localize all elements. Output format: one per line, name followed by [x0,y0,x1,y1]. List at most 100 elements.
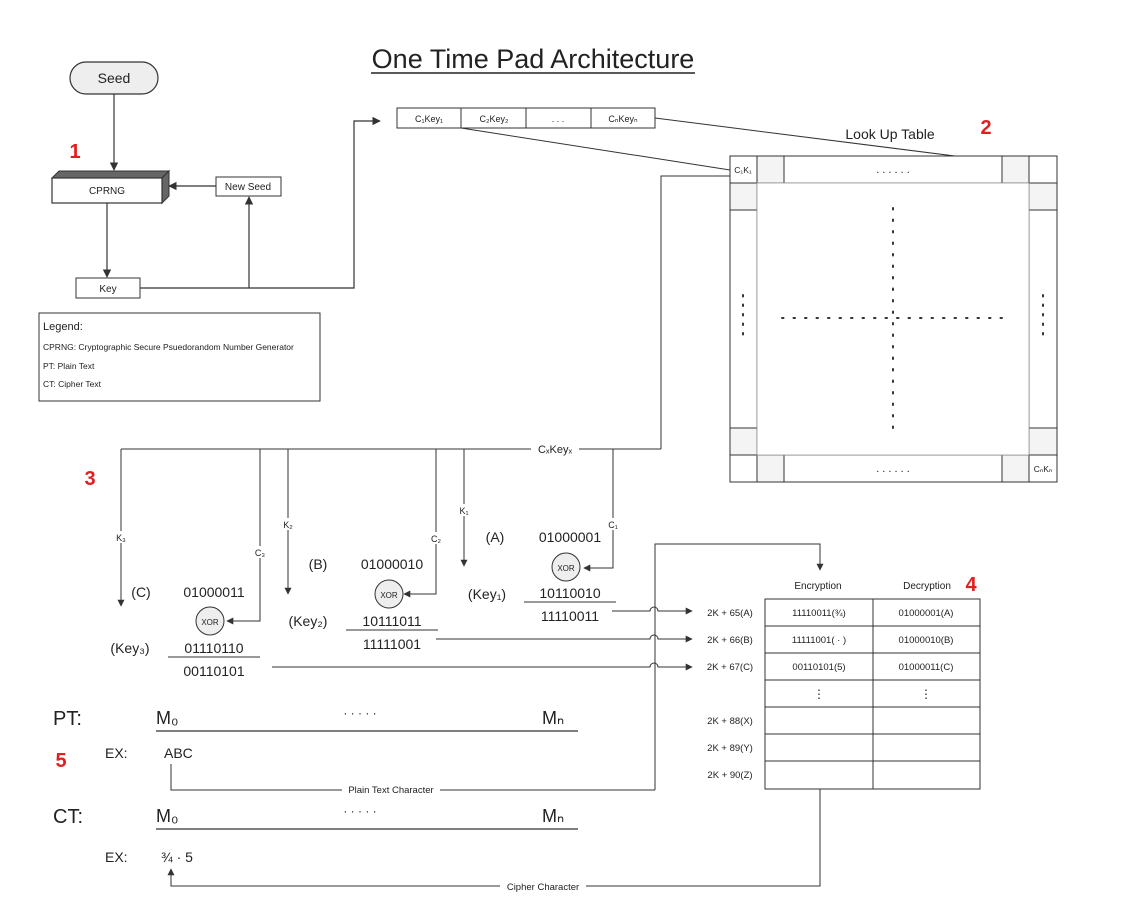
mapping-dec: 01000001(A) [899,608,954,619]
legend-box [38,312,321,402]
lookup-cell [1028,209,1058,429]
k1-label: K₁ [459,506,468,516]
mapping-addr: 2K + 90(Z) [707,770,752,781]
ct-start: M₀ [156,806,178,826]
step-number-5: 5 [55,750,66,772]
strip-to-table-line [460,127,731,171]
pt-start: M₀ [156,708,178,728]
result-b: 11111001 [363,636,421,652]
mapping-header-decryption: Decryption [903,581,951,592]
key-strip-cell: C₂Key₂ [480,114,510,124]
key-generator: Seed CPRNG New Seed Key [50,61,381,299]
pt-to-table-line [170,764,655,791]
key-output-line [140,116,381,289]
lookup-cell [1001,155,1030,184]
mapping-table: Encryption Decryption 2K + 65(A) 1111001… [167,543,981,887]
key-strip-cell: C₁Key₁ [415,114,443,124]
label-bg [429,532,443,544]
lookup-cell [729,182,758,211]
key-label-c: (Key₃) [110,640,149,656]
lookup-cell [1028,427,1058,456]
plain-text-row: PT: M₀ · · · · · Mₙ EX: ABC Plain Text C… [53,706,655,796]
lookup-cell [1001,454,1030,483]
mapping-dec: 01000011(C) [899,662,954,673]
key-label-a: (Key₁) [468,586,506,602]
label-bg [500,879,586,893]
step-number-2: 2 [980,117,991,139]
label-bg [457,504,471,516]
step-number-4: 4 [965,574,977,596]
key-strip-cell: CₙKeyₙ [608,114,638,124]
ct-dots: · · · · · [343,804,376,818]
cipher-flow-label: Cipher Character [507,882,579,893]
step-number-1: 1 [69,141,80,163]
lookup-cell [729,454,758,483]
key-bits-a: 10110010 [539,585,600,601]
bus-label-bg [531,440,579,456]
key-label: Key [99,284,116,295]
cprng-label: CPRNG [89,186,125,197]
lookup-cell [1028,454,1058,483]
xor-op-c: XOR [201,618,219,627]
lookup-table-title: Look Up Table [845,126,934,142]
key-strip-cell: . . . [552,114,565,124]
pt-ex-value: ABC [164,745,193,761]
char-code-a: 01000001 [539,529,602,545]
pt-label: PT: [53,708,82,730]
mapping-dec: 01000010(B) [899,635,954,646]
mapping-addr: 2K + 88(X) [707,716,753,727]
xor-stage: CₓKeyₓ K₃ C₃ K₂ C₂ K₁ C₁ (A) 01000001 XO… [110,175,730,679]
result-a-arrow [612,606,693,615]
c3-drop-arrow [226,449,261,625]
pt-end: Mₙ [542,708,564,728]
lookup-cell [729,209,758,429]
lookup-bottom-right-label: CₙKₙ [1034,464,1053,474]
cipher-output-line [167,789,821,887]
legend-item-cprng: CPRNG: Cryptographic Secure Psuedorandom… [43,342,294,352]
key-label-b: (Key₂) [289,613,328,629]
label-bg [114,531,128,543]
seed-label: Seed [98,70,131,86]
char-code-b: 01000010 [361,556,424,572]
tag-a: (A) [486,529,505,545]
xor-op-b: XOR [380,591,398,600]
xor-gate-a [551,552,581,582]
xor-block-a: (A) 01000001 XOR (Key₁) 10110010 1111001… [468,529,616,624]
diagram-title: One Time Pad Architecture [372,44,695,74]
table-output-line [660,175,730,449]
mapping-enc: 11111001( · ) [792,635,846,646]
plain-text-flow-label: Plain Text Character [348,785,433,796]
label-bg [606,518,620,530]
cipher-text-row: CT: M₀ · · · · · Mₙ EX: ¾ · 5 Cipher Cha… [53,804,586,893]
xor-block-c: (C) 01000011 XOR (Key₃) 01110110 0011010… [110,584,260,679]
k3-label: K₃ [116,533,126,543]
bus-label: CₓKeyₓ [538,444,573,456]
pt-ex-label: EX: [105,745,128,761]
plain-text-input-arrow [654,543,824,790]
lookup-cell [1028,182,1058,211]
lookup-cell [756,155,785,184]
pt-dots: · · · · · [343,706,376,720]
xor-op-a: XOR [557,564,575,573]
ct-label: CT: [53,806,83,828]
xor-block-b: (B) 01000010 XOR (Key₂) 10111011 1111100… [289,556,438,652]
lookup-bottom-dots: . . . . . . [876,463,910,475]
cprng-box-top [50,170,171,179]
mapping-enc: ⋮ [813,687,825,701]
result-b-arrow [436,634,693,643]
lookup-cell [729,427,758,456]
mapping-enc: 11110011(¾) [792,608,846,619]
label-bg [342,782,440,796]
key-bits-c: 01110110 [184,640,243,656]
mapping-addr: 2K + 65(A) [707,608,753,619]
tag-b: (B) [309,556,328,572]
cprng-box [51,177,163,204]
step-number-3: 3 [84,468,95,490]
legend: Legend: CPRNG: Cryptographic Secure Psue… [38,312,321,402]
mapping-addr: 2K + 66(B) [707,635,753,646]
mapping-dec: ⋮ [920,687,932,701]
xor-gate-b [374,579,404,609]
lookup-table: Look Up Table C₁K₁ CₙKₙ . . . . . . . . … [729,126,1058,483]
result-c: 00110101 [183,663,244,679]
